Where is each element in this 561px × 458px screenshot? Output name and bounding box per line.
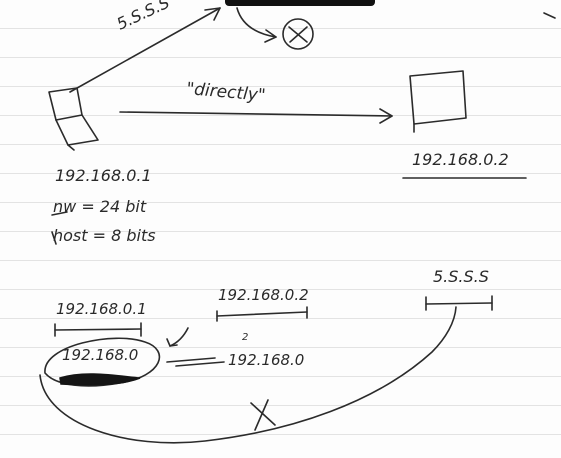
bottom-mid-ip-text: 192.168.0.2 bbox=[218, 286, 309, 304]
nw-underline bbox=[51, 211, 68, 216]
dest-ip-text: 192.168.0.2 bbox=[412, 150, 509, 169]
host-mark bbox=[51, 231, 57, 245]
host-bits-text: host = 8 bits bbox=[53, 226, 156, 245]
scribble-mark bbox=[59, 373, 141, 386]
middle-dash-2 bbox=[175, 361, 225, 367]
small-connector-arrowhead bbox=[166, 338, 178, 347]
small-mark bbox=[543, 12, 556, 19]
bottom-left-ip-bracket bbox=[54, 322, 142, 337]
top-remote-text: 5.S.S.S bbox=[114, 0, 173, 34]
middle-dash-1 bbox=[166, 357, 216, 363]
direct-arrow bbox=[119, 108, 393, 124]
network-prefix-text: 192.168.0 bbox=[228, 351, 304, 369]
circled-network-text: 192.168.0 bbox=[62, 346, 138, 364]
nw-bits-text: nw = 24 bit bbox=[53, 197, 147, 216]
bottom-left-ip-text: 192.168.0.1 bbox=[56, 300, 147, 318]
source-computer-icon bbox=[48, 87, 99, 151]
small-mark-text: 2 bbox=[242, 332, 248, 343]
remote-ip-bracket bbox=[425, 295, 493, 311]
curved-arrow-to-blocked-node bbox=[236, 7, 277, 43]
remote-ip-text: 5.S.S.S bbox=[433, 267, 489, 286]
source-ip-text: 192.168.0.1 bbox=[55, 166, 152, 185]
small-connector-curve bbox=[169, 327, 189, 347]
bottom-route-cross-1 bbox=[250, 402, 276, 426]
dest-computer-icon bbox=[409, 70, 467, 133]
top-toolbar-fragment bbox=[225, 0, 375, 6]
upper-arrow bbox=[69, 7, 221, 93]
directly-label: "directly" bbox=[186, 79, 267, 106]
blocked-node-icon bbox=[282, 18, 314, 50]
bottom-mid-ip-bracket bbox=[216, 306, 308, 322]
bottom-route-cross-2 bbox=[254, 399, 269, 431]
bottom-route-curve bbox=[39, 306, 457, 444]
